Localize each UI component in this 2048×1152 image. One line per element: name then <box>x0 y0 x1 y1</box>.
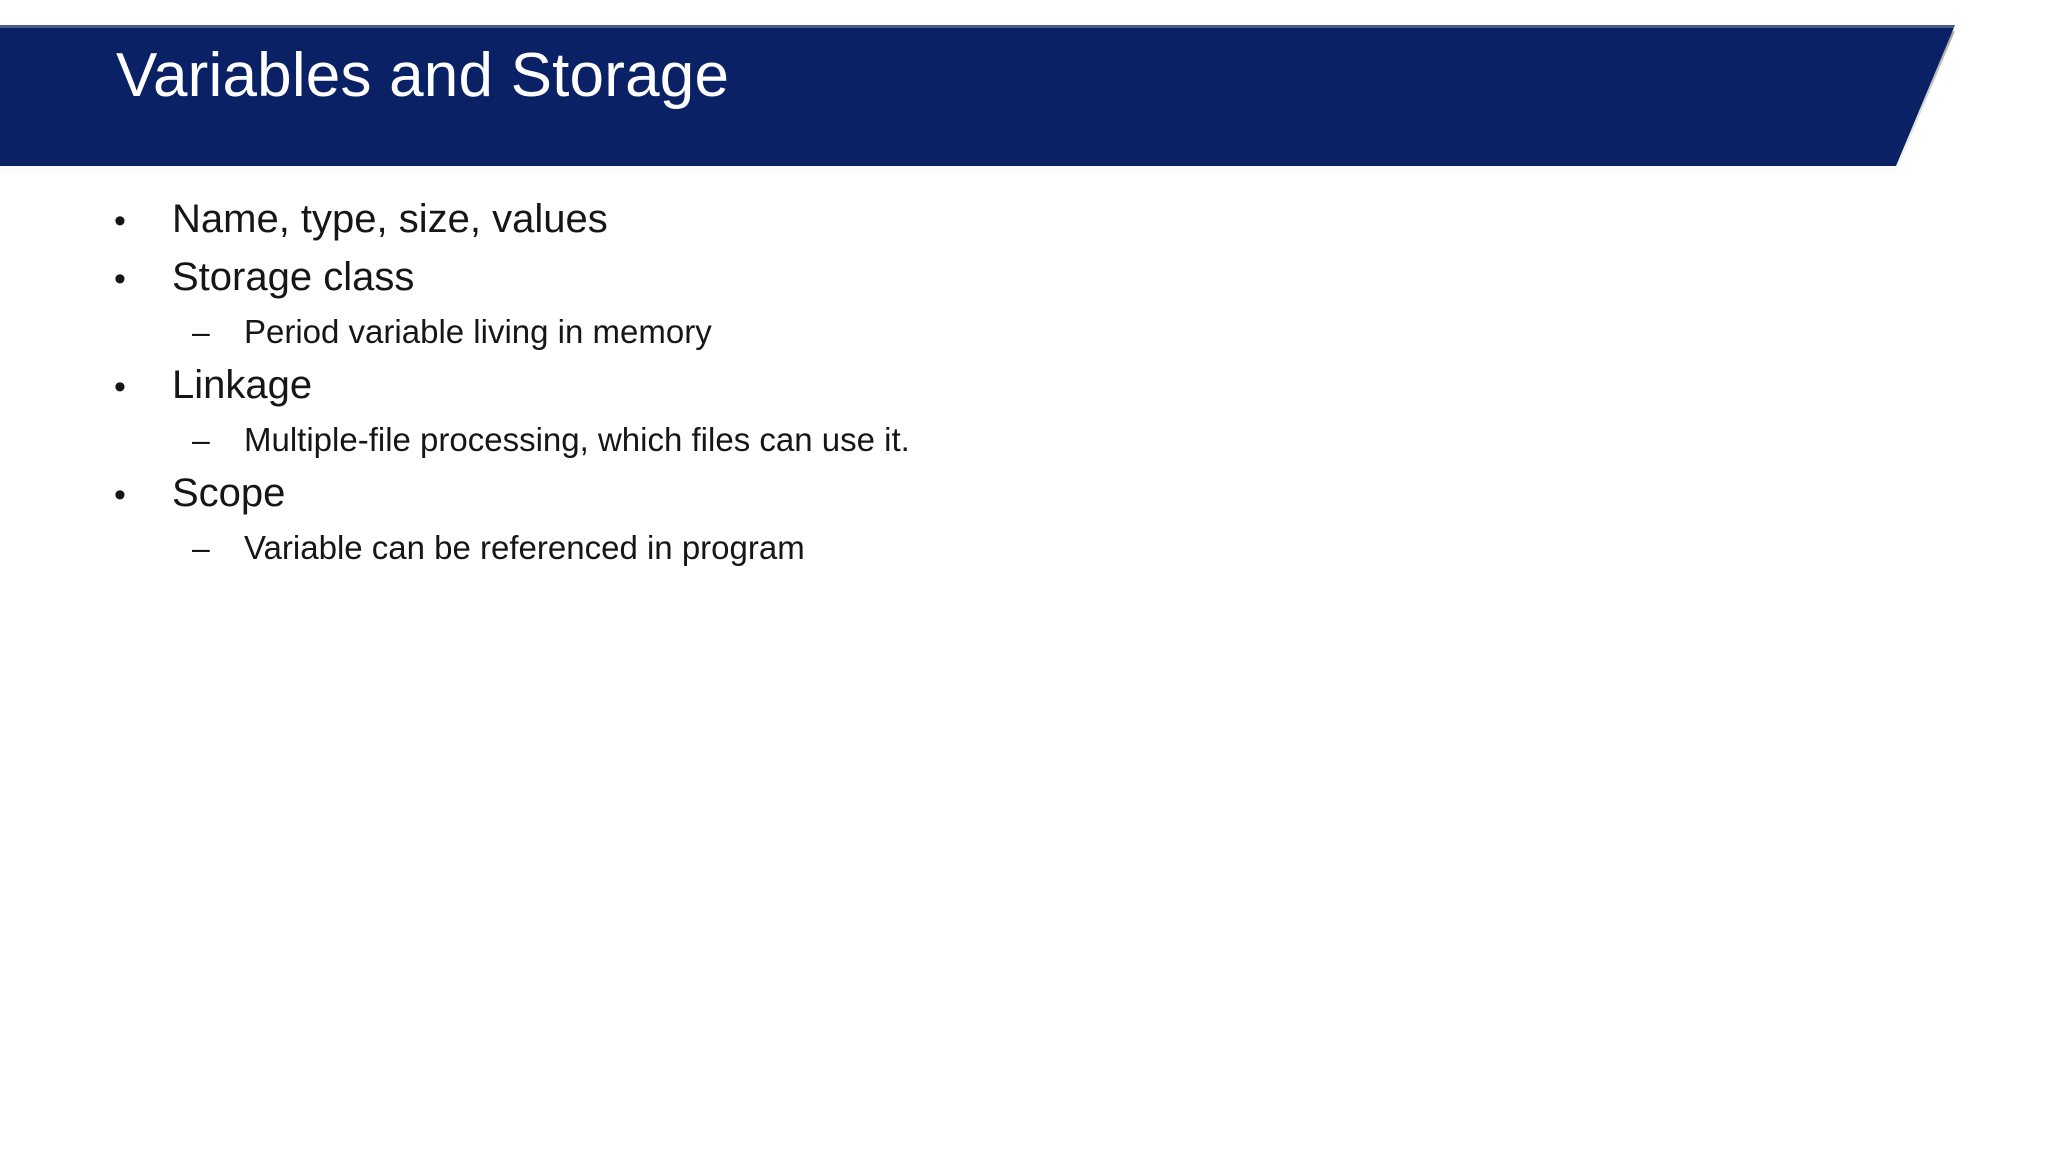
bullet-item-linkage: • Linkage <box>0 362 2048 409</box>
bullet-text: Linkage <box>172 362 313 407</box>
bullet-text: Scope <box>172 470 286 515</box>
sub-bullet-item-multiple-file-processing: – Multiple-file processing, which files … <box>0 420 2048 460</box>
bullet-item-storage-class: • Storage class <box>0 254 2048 301</box>
title-banner-shape <box>0 25 1955 166</box>
bullet-item-name-type-size-values: • Name, type, size, values <box>0 196 2048 243</box>
bullet-item-scope: • Scope <box>0 470 2048 517</box>
sub-bullet-text: Multiple-file processing, which files ca… <box>244 421 910 459</box>
dash-marker-icon: – <box>192 529 210 566</box>
title-banner-top-highlight <box>0 25 1955 28</box>
sub-bullet-text: Variable can be referenced in program <box>244 528 805 566</box>
bullet-marker-icon: • <box>114 367 126 406</box>
bullet-marker-icon: • <box>114 475 126 514</box>
sub-bullet-text: Period variable living in memory <box>244 313 712 351</box>
bullet-text: Name, type, size, values <box>172 197 608 241</box>
title-banner: Variables and Storage <box>0 25 1960 180</box>
sub-bullet-item-period-variable: – Period variable living in memory <box>0 312 2048 352</box>
slide-title: Variables and Storage <box>116 41 730 110</box>
bullet-marker-icon: • <box>114 260 126 299</box>
bullet-text: Storage class <box>172 255 415 300</box>
dash-marker-icon: – <box>192 422 210 459</box>
sub-bullet-item-variable-referenced: – Variable can be referenced in program <box>0 528 2048 568</box>
dash-marker-icon: – <box>192 314 210 351</box>
bullet-marker-icon: • <box>114 202 126 240</box>
slide-body: • Name, type, size, values • Storage cla… <box>0 196 2048 578</box>
